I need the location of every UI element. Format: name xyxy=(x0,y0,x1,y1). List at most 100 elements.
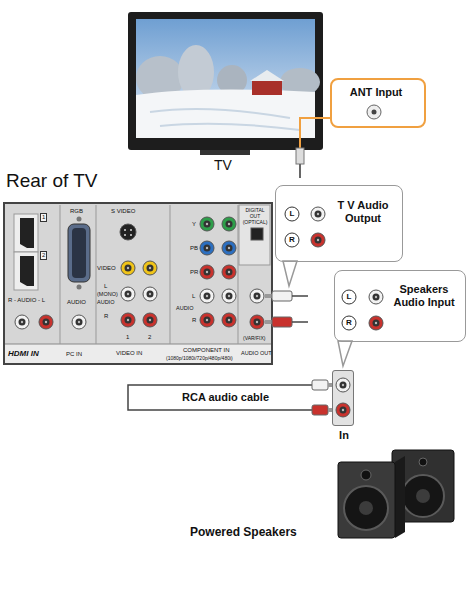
rca-jack xyxy=(222,265,236,279)
callout-title: ANT Input xyxy=(332,86,420,99)
rca-jack xyxy=(369,290,383,304)
port-label: R xyxy=(192,317,196,324)
callout-title: Speakers Audio Input xyxy=(393,283,455,309)
rca-plug xyxy=(312,405,328,415)
channel-letter: L xyxy=(290,210,295,218)
rca-jack xyxy=(143,287,157,301)
woofer xyxy=(402,475,444,517)
s-video-pin xyxy=(130,234,132,236)
port-number: 2 xyxy=(148,334,151,341)
rca-jack xyxy=(222,217,236,231)
port-number: 1 xyxy=(40,213,47,222)
jack-plate: In xyxy=(332,370,354,426)
s-video-pin xyxy=(130,229,132,231)
plate-label: In xyxy=(327,429,361,442)
vga-screw xyxy=(77,217,82,222)
rca-plug xyxy=(272,291,292,301)
tv-stand xyxy=(200,150,250,155)
callout-title: T V Audio Output xyxy=(336,199,390,225)
rca-jack xyxy=(121,261,135,275)
rca-jack xyxy=(39,315,53,329)
port-label: R - AUDIO - L xyxy=(8,297,45,304)
speaker-input-callout-art xyxy=(338,290,383,366)
rca-jack xyxy=(336,378,350,392)
port-label: Y xyxy=(192,221,196,228)
rca-jack xyxy=(222,313,236,327)
port-label: PB xyxy=(190,245,198,252)
callout-pointer xyxy=(283,261,297,286)
cable xyxy=(292,295,308,297)
powered-speakers xyxy=(338,450,454,538)
channel-ring xyxy=(285,207,299,221)
plug-tip xyxy=(265,320,272,324)
panel-body xyxy=(4,203,272,364)
rca-jack xyxy=(311,207,325,221)
rca-jack xyxy=(15,315,29,329)
rca-plugs-tv xyxy=(265,291,308,327)
tv-output-callout-art xyxy=(283,207,325,286)
woofer-dome xyxy=(359,501,373,515)
section-label: PC IN xyxy=(66,351,82,358)
callout-pointer xyxy=(338,341,352,366)
channel-letter: L xyxy=(347,293,352,301)
cable-label: RCA audio cable xyxy=(182,391,269,404)
rca-jack xyxy=(200,313,214,327)
channel-letter: R xyxy=(346,319,352,327)
callout-box: T V Audio OutputLR xyxy=(275,185,403,262)
port-label: AUDIO xyxy=(67,299,86,306)
rca-jack xyxy=(200,289,214,303)
device-label: TV xyxy=(214,157,232,173)
rca-plug xyxy=(272,317,292,327)
channel-ring xyxy=(342,316,356,330)
rca-jack xyxy=(121,287,135,301)
port-number: 2 xyxy=(40,251,47,260)
vga-port xyxy=(68,224,90,282)
port-number: 1 xyxy=(126,334,129,341)
tv-bezel xyxy=(128,12,323,150)
port-label: (MONO) xyxy=(97,291,118,297)
optical-port xyxy=(251,228,263,240)
format-note: (1080p/1080i/720p/480p/480i) xyxy=(166,356,233,362)
panel-divider xyxy=(170,205,171,344)
section-label: VIDEO IN xyxy=(116,350,142,357)
callout-box: Speakers Audio Input L R xyxy=(334,270,466,342)
panel-divider xyxy=(60,205,61,344)
hdmi-plate xyxy=(14,214,38,252)
rca-jack xyxy=(222,241,236,255)
port-label: R xyxy=(104,313,108,320)
s-video-port xyxy=(120,224,136,240)
input-plate xyxy=(332,370,354,426)
rca-jack xyxy=(121,313,135,327)
rca-jack xyxy=(222,289,236,303)
product-label: Powered Speakers xyxy=(190,526,297,540)
coax-plug xyxy=(296,148,304,164)
coax-cable xyxy=(299,164,301,178)
hdmi-port xyxy=(20,256,34,286)
antenna-connector xyxy=(296,105,381,178)
port-label: AUDIO xyxy=(97,299,114,305)
port-label: RGB xyxy=(70,208,83,215)
channel-ring xyxy=(342,290,356,304)
tweeter xyxy=(361,470,371,480)
port-label: L xyxy=(104,283,107,290)
section-label: COMPONENT IN xyxy=(183,347,230,354)
tweeter xyxy=(419,458,427,466)
rca-jack xyxy=(200,265,214,279)
vga-screw xyxy=(77,285,82,290)
speaker-side xyxy=(395,456,405,538)
vga-socket xyxy=(72,228,86,278)
callout-box: ANT Input xyxy=(330,78,426,128)
antenna-port xyxy=(367,105,381,119)
port-label: PR xyxy=(190,269,198,276)
rca-jack xyxy=(250,289,264,303)
rca-jack xyxy=(369,316,383,330)
optical-section xyxy=(239,205,270,265)
port-label: AUDIO xyxy=(176,305,193,311)
rear-panel xyxy=(4,203,272,364)
rca-jack xyxy=(250,315,264,329)
rca-jack xyxy=(143,261,157,275)
port-label: (VAR/FIX) xyxy=(243,336,265,342)
s-video-pin xyxy=(124,234,126,236)
barn xyxy=(252,81,282,95)
